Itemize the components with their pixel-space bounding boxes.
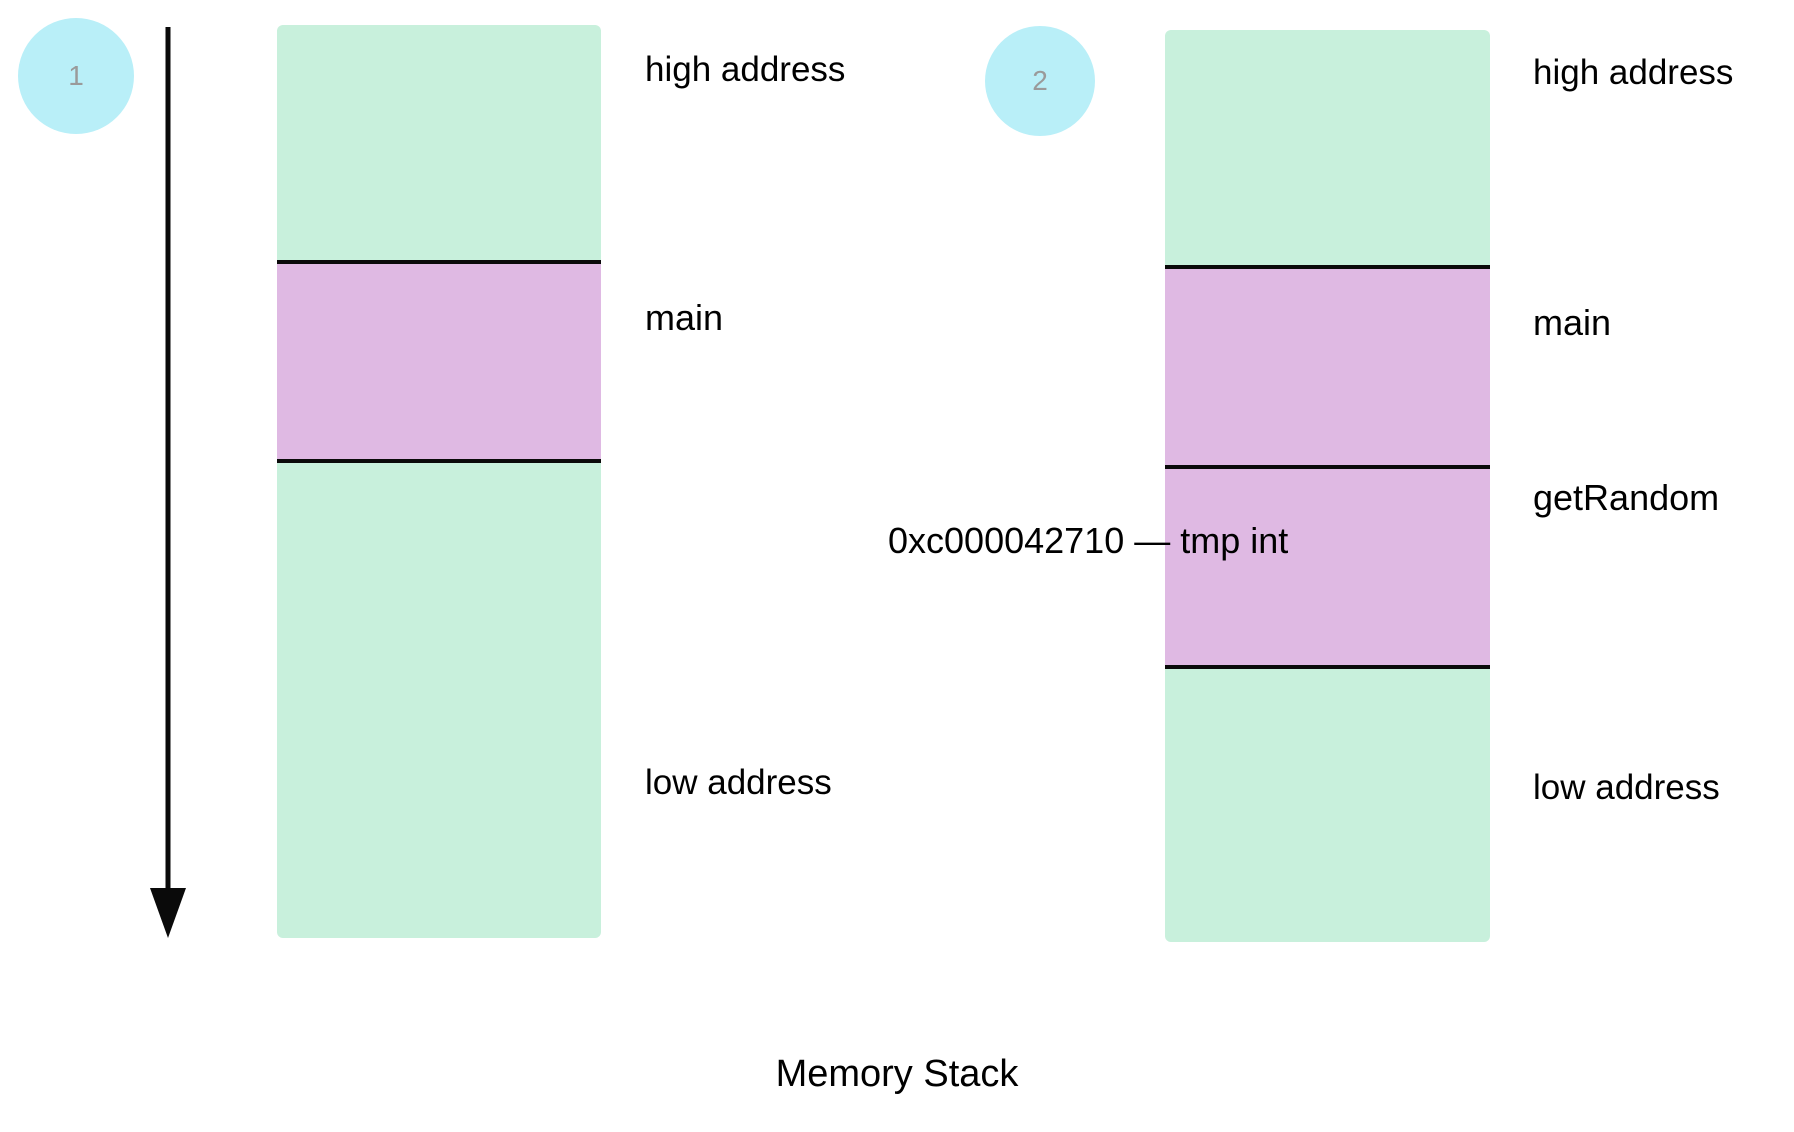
stack-2-low-address-label: low address: [1533, 768, 1720, 807]
stack-2-divider-bottom: [1165, 665, 1490, 669]
stack-2-tmp-variable-annotation: 0xc000042710 — tmp int: [888, 520, 1289, 561]
stack-1-free-bottom: [277, 461, 601, 938]
stack-2-free-top: [1165, 30, 1490, 267]
stack-2-frame-main-label: main: [1533, 302, 1612, 343]
stack-2-free-bottom: [1165, 667, 1490, 942]
stack-1-high-address-label: high address: [645, 50, 846, 89]
stack-1-frame-main: [277, 262, 601, 461]
stack-1-low-address-label: low address: [645, 763, 832, 802]
stack-2-frame-main: [1165, 267, 1490, 467]
step-badge-1-label: 1: [68, 60, 84, 91]
stack-1-divider-top: [277, 260, 601, 264]
stack-2-high-address-label: high address: [1533, 53, 1734, 92]
diagram-caption: Memory Stack: [775, 1053, 1019, 1095]
stack-column-2: [1165, 30, 1490, 942]
stack-1-free-top: [277, 25, 601, 262]
down-arrow-icon: [150, 27, 186, 938]
stack-column-1: [277, 25, 601, 938]
stack-1-frame-main-label: main: [645, 297, 724, 338]
step-badge-1: 1: [18, 18, 134, 134]
stack-2-divider-middle: [1165, 465, 1490, 469]
stack-2-divider-top: [1165, 265, 1490, 269]
step-badge-2-label: 2: [1032, 65, 1048, 96]
stack-1-divider-bottom: [277, 459, 601, 463]
stack-2-frame-getrandom: [1165, 467, 1490, 667]
stack-growth-arrow: [140, 20, 200, 950]
step-badge-2: 2: [985, 26, 1095, 136]
stack-2-frame-getrandom-label: getRandom: [1533, 477, 1720, 518]
